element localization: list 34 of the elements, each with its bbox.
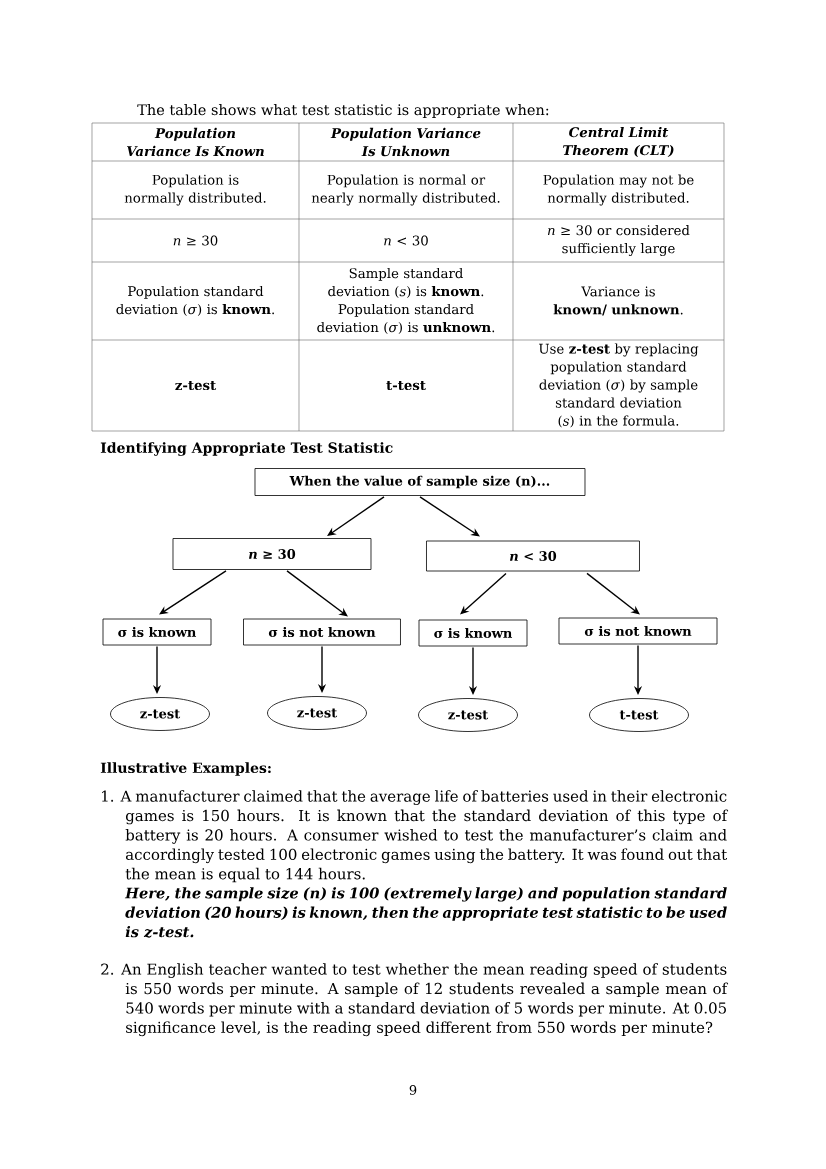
condition-box: σ is known [102,618,212,646]
arrow [460,572,507,615]
example-paragraph: 2. An English teacher wanted to test whether the mean reading speed of students is 550 words per minute. A sample of 12 students revealed a sample mean of 540 words per minute with a standard deviation of 5 words per minute. At 0.05 significance level, is the reading speed different from 550 words per minute? [101,963,729,1037]
table-cell: t-test [386,380,426,391]
question-box: When the value of sample size (n)... [254,468,586,496]
table-cell: n ≥ 30 or considered sufficiently large [547,225,690,257]
table-cell: Population is normally distributed. [124,174,266,206]
condition-box: σ is not known [558,617,718,645]
arrow [286,570,348,617]
table-header: Central Limit Theorem (CLT) [563,126,674,158]
table-cell: n ≥ 30 [173,235,218,246]
table-header: Population Variance Is Known [127,127,264,157]
table-cell: Population is normal or nearly normally distributed. [311,174,500,206]
table-cell: Use z-test by replacing population standard deviation (σ) by sample standard deviation (s) in the formula. [539,343,699,428]
arrow [159,570,227,615]
table-header: Population Variance Is Unknown [330,127,481,157]
arrow [586,572,640,615]
arrow [419,496,480,537]
intro-text: The table shows what test statistic is appropriate when: [137,104,549,118]
page-number: 9 [409,1085,417,1095]
table-cell: n < 30 [384,235,428,246]
answer-paragraph: Here, the sample size (n) is 100 (extremely large) and population standard deviation (20 hours) is known, then the appropriate test statistic to be used is z-test. [124,887,727,938]
heading: Illustrative Examples: [100,762,271,776]
table-cell: z-test [175,380,217,391]
condition-box: n < 30 [426,540,640,572]
condition-box: n ≥ 30 [172,538,372,570]
heading: Identifying Appropriate Test Statistic [100,442,393,456]
condition-box: σ is known [418,619,528,647]
table-cell: Variance is known/ unknown. [553,286,683,316]
condition-box: σ is not known [243,618,401,646]
table-cell: Population standard deviation (σ) is known. [116,285,274,317]
table-cell: Sample standard deviation (s) is known. Population standard deviation (σ) is unknown. [317,267,495,335]
table-cell: Population may not be normally distributed. [543,174,694,206]
example-paragraph: 1. A manufacturer claimed that the average life of batteries used in their electronic games is 150 hours. It is known that the standard deviation of this type of battery is 20 hours. A consumer wished to test the manufacturer’s claim and accordingly tested 100 electronic games using the battery. It was found out that the mean is equal to 144 hours. [102,790,729,883]
